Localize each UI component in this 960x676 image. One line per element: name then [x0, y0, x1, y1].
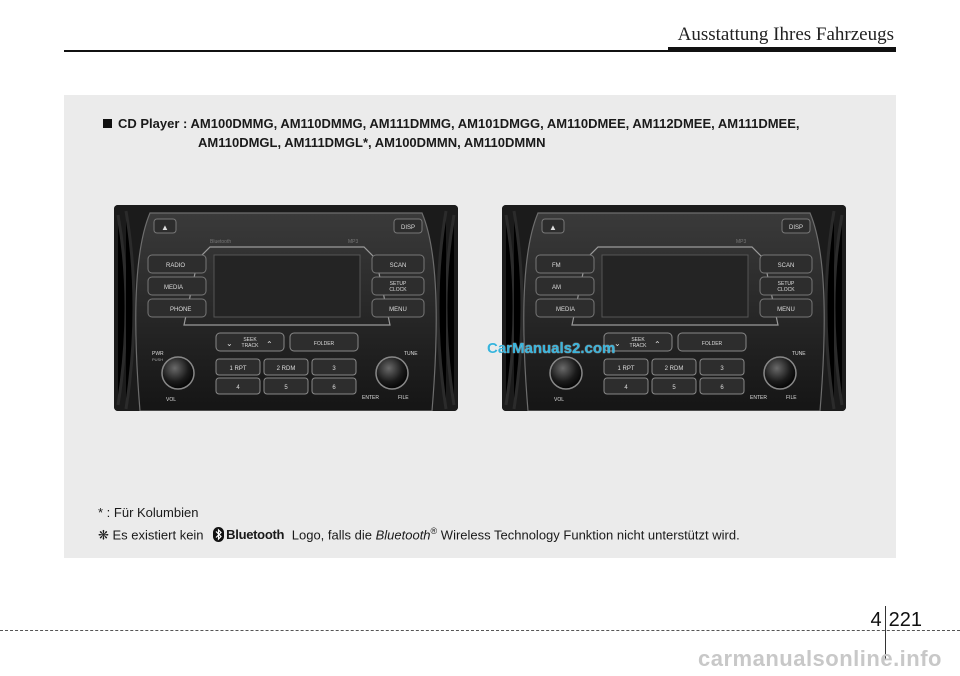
footnote-kolumbien: * : Für Kolumbien [98, 505, 199, 520]
folder-label[interactable]: FOLDER [314, 341, 335, 347]
bluetooth-label: Bluetooth [210, 239, 231, 245]
file-label: FILE [398, 395, 409, 401]
footnote-middle: Logo, falls die [291, 527, 372, 543]
eject-icon[interactable]: ▲ [161, 223, 169, 232]
watermark-carmanuals2: CarManuals2.com [487, 340, 616, 357]
mp3-label: MP3 [736, 239, 747, 245]
header-rule-accent [668, 47, 896, 52]
setup-label-line2[interactable]: CLOCK [389, 287, 407, 293]
tune-label: TUNE [792, 351, 806, 357]
preset-3[interactable]: 3 [720, 366, 724, 372]
band-button-1[interactable]: RADIO [166, 263, 185, 269]
radio-image-left: ▲ DISP Bluetooth MP3 RADIO MEDIA PHONE S… [114, 205, 458, 411]
setup-label-line1[interactable]: SETUP [390, 281, 407, 287]
bluetooth-logo: Bluetooth [213, 527, 285, 543]
page-number: 4 221 [870, 606, 922, 660]
disp-button[interactable]: DISP [789, 225, 803, 231]
preset-6[interactable]: 6 [720, 385, 724, 391]
eject-icon[interactable]: ▲ [549, 223, 557, 232]
registered-mark: ® [430, 526, 438, 536]
folder-label[interactable]: FOLDER [702, 341, 723, 347]
enter-label: ENTER [750, 395, 767, 401]
bullet-square-icon [103, 119, 112, 128]
menu-button[interactable]: MENU [389, 307, 407, 313]
page-header-title: Ausstattung Ihres Fahrzeugs [677, 24, 894, 45]
chevron-up-icon[interactable]: ⌃ [654, 340, 661, 349]
menu-button[interactable]: MENU [777, 307, 795, 313]
footnote-bluetooth-italic: Bluetooth [375, 527, 431, 543]
footnote-bluetooth: ❋ Es existiert kein Bluetooth Logo, fall… [98, 526, 740, 543]
seek-label[interactable]: SEEK [243, 337, 257, 343]
model-codes-line2: AM110DMGL, AM111DMGL*, AM100DMMN, AM110D… [198, 135, 546, 150]
scan-button[interactable]: SCAN [778, 263, 795, 269]
preset-3[interactable]: 3 [332, 366, 336, 372]
model-codes-line1: AM100DMMG, AM110DMMG, AM111DMMG, AM101DM… [190, 116, 800, 131]
mp3-label: MP3 [348, 239, 359, 245]
enter-label: ENTER [362, 395, 379, 401]
preset-4[interactable]: 4 [624, 385, 628, 391]
preset-2[interactable]: 2 RDM [665, 366, 684, 372]
scan-button[interactable]: SCAN [390, 263, 407, 269]
chevron-up-icon[interactable]: ⌃ [266, 340, 273, 349]
bluetooth-wordmark: Bluetooth [226, 527, 285, 543]
model-list: CD Player : AM100DMMG, AM110DMMG, AM111D… [103, 114, 883, 152]
preset-1[interactable]: 1 RPT [617, 366, 634, 372]
preset-4[interactable]: 4 [236, 385, 240, 391]
band-button-1[interactable]: FM [552, 263, 561, 269]
vol-label: VOL [166, 397, 176, 403]
band-button-3[interactable]: MEDIA [556, 307, 575, 313]
footer-dashed-rule [0, 630, 960, 631]
band-button-2[interactable]: MEDIA [164, 285, 183, 291]
page-number-separator [884, 606, 886, 660]
vol-label: VOL [554, 397, 564, 403]
track-label[interactable]: TRACK [242, 343, 260, 349]
footnote-suffix: Wireless Technology Funktion nicht unter… [437, 527, 740, 543]
push-label: PUSH [152, 357, 163, 362]
model-label: CD Player : [118, 116, 188, 131]
watermark-carmanualsonline: carmanualsonline.info [698, 646, 942, 671]
radio-image-right: ▲ DISP MP3 FM AM MEDIA SCAN SETUP CLOCK … [502, 205, 846, 411]
setup-label-line1[interactable]: SETUP [778, 281, 795, 287]
chevron-down-icon[interactable]: ⌄ [614, 339, 621, 348]
preset-1[interactable]: 1 RPT [229, 366, 246, 372]
page-number-value: 221 [888, 609, 922, 631]
preset-2[interactable]: 2 RDM [277, 366, 296, 372]
band-button-2[interactable]: AM [552, 285, 561, 291]
footnote-prefix: ❋ Es existiert kein [98, 527, 204, 543]
preset-5[interactable]: 5 [672, 385, 676, 391]
preset-5[interactable]: 5 [284, 385, 288, 391]
pwr-label: PWR [152, 351, 164, 357]
header-rule [64, 50, 896, 52]
setup-label-line2[interactable]: CLOCK [777, 287, 795, 293]
track-label[interactable]: TRACK [630, 343, 648, 349]
disp-button[interactable]: DISP [401, 225, 415, 231]
preset-6[interactable]: 6 [332, 385, 336, 391]
band-button-3[interactable]: PHONE [170, 307, 191, 313]
seek-label[interactable]: SEEK [631, 337, 645, 343]
chapter-number: 4 [870, 609, 882, 631]
bluetooth-icon [213, 527, 225, 543]
file-label: FILE [786, 395, 797, 401]
tune-label: TUNE [404, 351, 418, 357]
chevron-down-icon[interactable]: ⌄ [226, 339, 233, 348]
